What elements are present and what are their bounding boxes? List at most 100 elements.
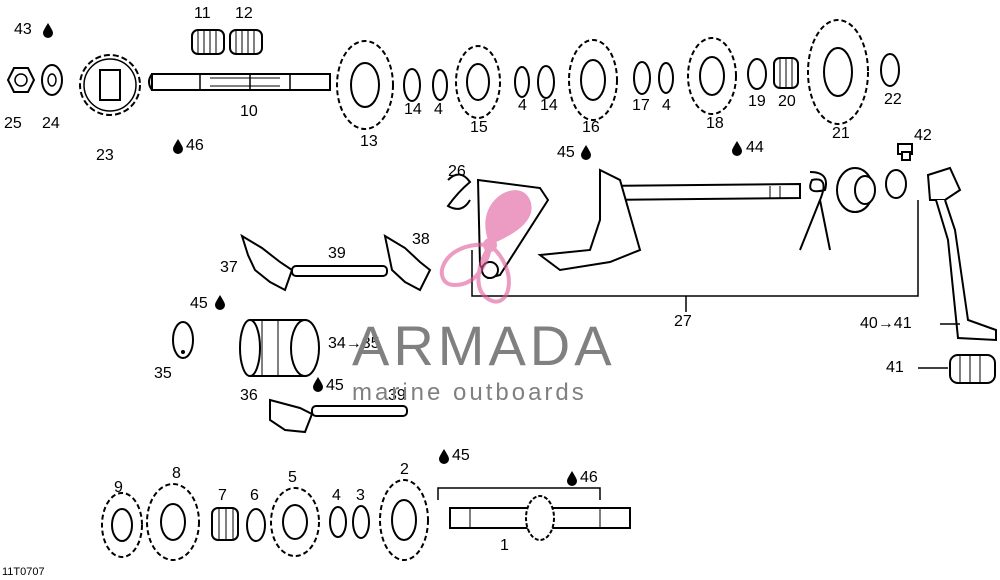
callout-45d: 45	[452, 447, 470, 464]
return-spring	[799, 171, 831, 251]
callout-2: 2	[400, 461, 409, 478]
callout-19: 19	[748, 93, 766, 110]
bolt-42	[897, 143, 913, 161]
fork-38	[383, 233, 432, 292]
callout-46b: 46	[580, 469, 598, 486]
callout-34-number: 34	[328, 335, 346, 352]
washer-24	[41, 64, 63, 96]
figure-id: 11T0707	[2, 566, 45, 578]
watermark: ARMADA marine outboards	[352, 318, 652, 406]
fork-36	[269, 398, 314, 434]
gear-8	[146, 483, 200, 561]
pedal-rubber-41	[949, 354, 996, 384]
washer-22	[880, 53, 900, 87]
shaft-10	[148, 73, 331, 91]
callout-3: 3	[356, 487, 365, 504]
oil-drop-icon-44	[732, 141, 742, 156]
callout-45a: 45	[557, 144, 575, 161]
callout-40: 40→41	[860, 316, 912, 332]
seal-bushing	[836, 167, 876, 213]
callout-41b: 41	[886, 359, 904, 376]
callout-21: 21	[832, 125, 850, 142]
callout-37: 37	[220, 259, 238, 276]
callout-39a: 39	[328, 245, 346, 262]
callout-20: 20	[778, 93, 796, 110]
oil-drop-icon-46a	[173, 139, 183, 154]
watermark-subtitle: marine outboards	[352, 379, 587, 406]
arrow-icon: →	[877, 315, 894, 332]
bracket-27	[471, 200, 919, 312]
gear-9	[101, 492, 143, 558]
callout-15: 15	[470, 119, 488, 136]
callout-22: 22	[884, 91, 902, 108]
fork-37	[240, 233, 294, 292]
bearing-7	[211, 507, 239, 541]
callout-41a-number: 41	[893, 315, 912, 332]
circlip-17	[633, 61, 651, 95]
callout-25: 25	[4, 115, 22, 132]
oil-drop-icon-45b	[215, 295, 225, 310]
callout-8: 8	[172, 465, 181, 482]
watermark-logo	[439, 190, 532, 304]
oil-drop-icon-45d	[439, 449, 449, 464]
callout-36: 36	[240, 387, 258, 404]
callout-11: 11	[194, 5, 211, 22]
oil-drop-icon-46b	[567, 471, 577, 486]
washer-35	[172, 321, 194, 359]
mainshaft-bracket	[437, 487, 601, 500]
callout-4a: 4	[434, 101, 443, 118]
callout-27: 27	[674, 313, 692, 330]
callout-10: 10	[240, 103, 258, 120]
callout-1: 1	[500, 537, 509, 554]
oil-drop-icon-43	[43, 23, 53, 38]
callout-45b: 45	[190, 295, 208, 312]
callout-44: 44	[746, 139, 764, 156]
shift-arm	[537, 168, 642, 272]
callout-42: 42	[914, 127, 932, 144]
oil-drop-icon-45c	[313, 377, 323, 392]
callout-14a: 14	[404, 101, 422, 118]
callout-4b: 4	[518, 97, 527, 114]
washer-seal	[885, 169, 907, 199]
arrow-icon: →	[345, 335, 362, 352]
bearing-12	[229, 29, 263, 55]
watermark-title: ARMADA	[352, 314, 616, 377]
callout-38: 38	[412, 231, 430, 248]
callout-16: 16	[582, 119, 600, 136]
callout-26: 26	[448, 163, 466, 180]
circlip-14b	[537, 65, 555, 99]
callout-43: 43	[14, 21, 32, 38]
sprocket-23	[79, 54, 141, 116]
rod-39b	[311, 405, 408, 417]
callout-17: 17	[632, 97, 650, 114]
callout-9: 9	[114, 479, 123, 496]
gear-5	[270, 487, 320, 557]
bearing-20	[773, 57, 799, 89]
callout-24: 24	[42, 115, 60, 132]
gear-2	[379, 479, 429, 561]
callout-12: 12	[235, 5, 253, 22]
washer-4d	[329, 506, 347, 538]
callout-45c: 45	[326, 377, 344, 394]
oil-drop-icon-45a	[581, 145, 591, 160]
rod-39a	[291, 265, 388, 277]
callout-7: 7	[218, 487, 227, 504]
callout-13: 13	[360, 133, 378, 150]
circlip-14a	[403, 68, 421, 102]
shift-shaft-44	[599, 182, 801, 202]
gear-21	[807, 19, 869, 125]
callout-4d: 4	[332, 487, 341, 504]
bearing-11	[191, 29, 225, 55]
gear-15	[455, 45, 501, 119]
shift-drum-34	[239, 319, 320, 377]
washer-4b	[514, 66, 530, 98]
callout-46a: 46	[186, 137, 204, 154]
washer-4a	[432, 69, 448, 101]
gear-16	[568, 39, 618, 121]
callout-5: 5	[288, 469, 297, 486]
circlip-3	[352, 505, 370, 539]
gear-18	[687, 37, 737, 115]
washer-19	[747, 58, 767, 90]
